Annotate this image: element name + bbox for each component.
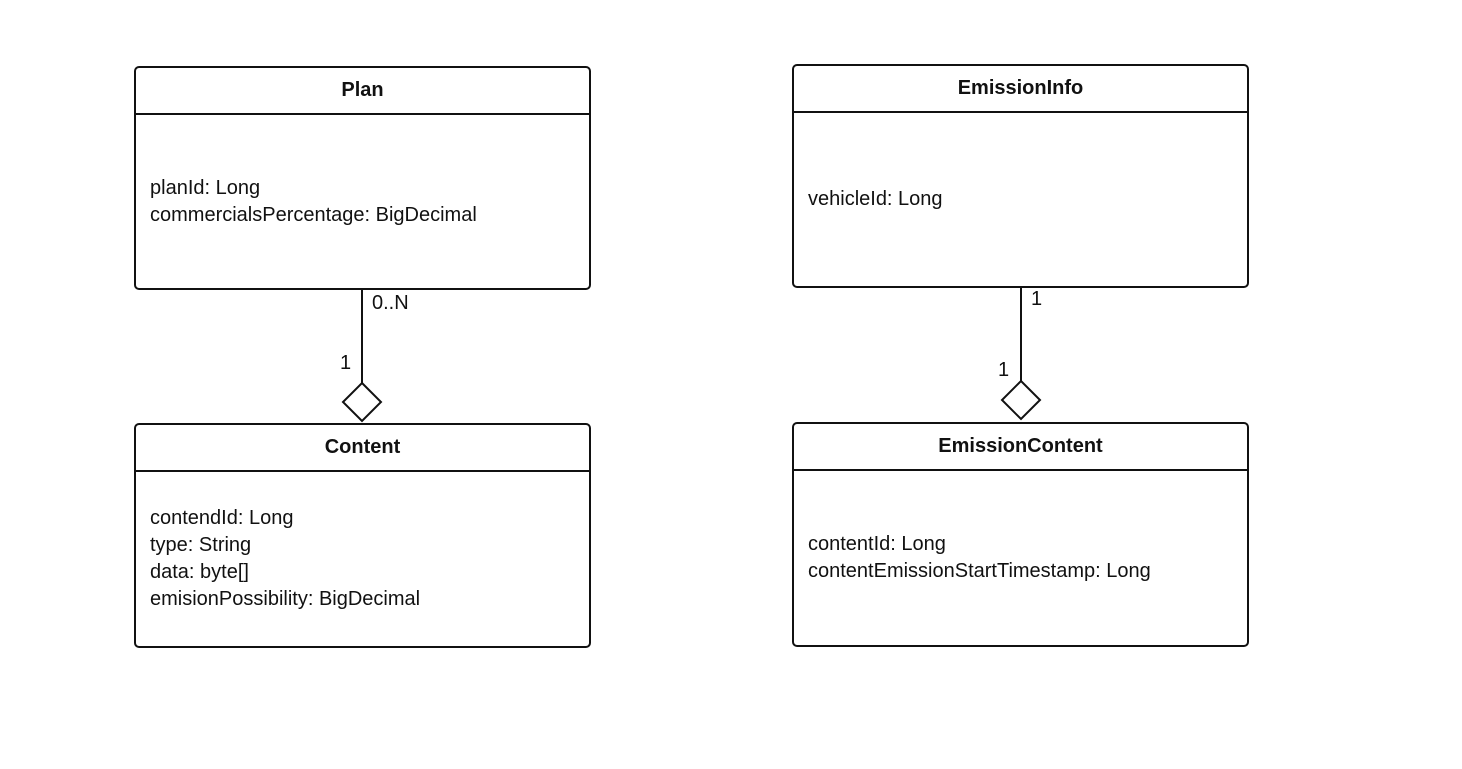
emissioninfo-emissioncontent-source-multiplicity: 1 [1031,288,1043,310]
plan-content-target-multiplicity: 1 [340,352,352,374]
attribute: data: byte[] [150,561,249,583]
attribute: type: String [150,534,252,556]
attribute: planId: Long [150,176,261,199]
emissioninfo-emissioncontent-aggregation-diamond [1000,379,1042,421]
attribute: contentId: Long [808,533,946,555]
class-plan-attributes: planId: Long commercialsPercentage: BigD… [136,115,589,288]
attribute: commercialsPercentage: BigDecimal [150,203,477,226]
class-content-name: Content [136,425,589,472]
emissioninfo-emissioncontent-target-multiplicity: 1 [998,359,1010,381]
class-content-attributes: contendId: Long type: String data: byte[… [136,472,589,646]
class-emission-info-attributes: vehicleId: Long [794,113,1247,286]
class-plan-name: Plan [136,68,589,115]
plan-content-aggregation [341,289,383,423]
class-emission-info-name: EmissionInfo [794,66,1247,113]
plan-content-aggregation-diamond [341,381,383,423]
class-emission-content-attributes: contentId: Long contentEmissionStartTime… [794,471,1247,645]
attribute: contendId: Long [150,507,294,529]
plan-content-source-multiplicity: 0..N [372,292,409,314]
class-plan[interactable]: Plan planId: Long commercialsPercentage:… [134,66,591,290]
class-emission-info[interactable]: EmissionInfo vehicleId: Long [792,64,1249,288]
class-content[interactable]: Content contendId: Long type: String dat… [134,423,591,648]
attribute: emisionPossibility: BigDecimal [150,588,421,610]
emissioninfo-emissioncontent-aggregation [1000,287,1042,421]
attribute: contentEmissionStartTimestamp: Long [808,560,1151,582]
class-emission-content-name: EmissionContent [794,424,1247,471]
class-emission-content[interactable]: EmissionContent contentId: Long contentE… [792,422,1249,647]
attribute: vehicleId: Long [808,188,943,210]
